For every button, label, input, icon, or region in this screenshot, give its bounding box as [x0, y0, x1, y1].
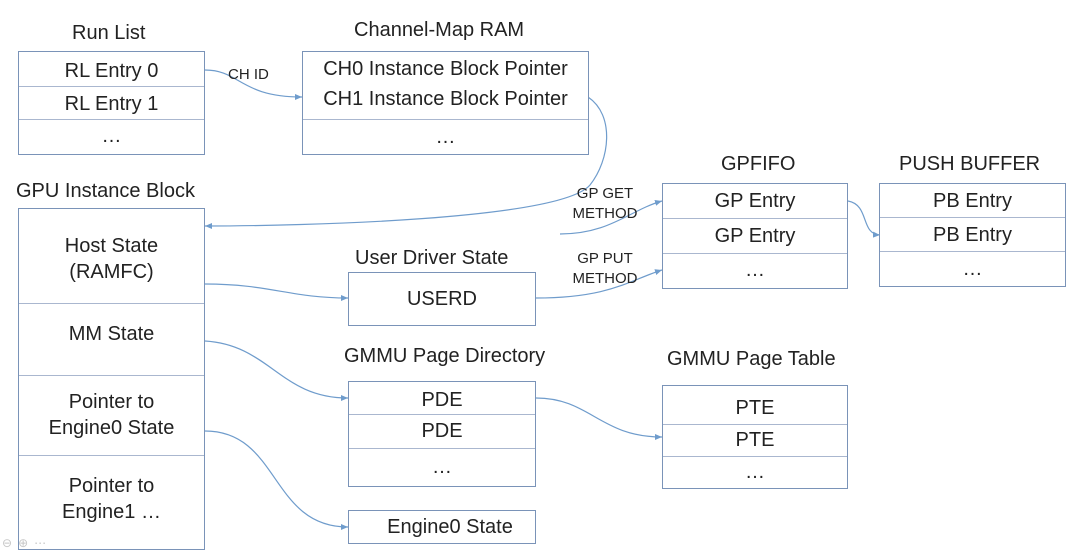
table-row: CH1 Instance Block Pointer: [323, 88, 568, 110]
table-row: …: [432, 456, 452, 478]
table-row: RL Entry 1: [64, 93, 159, 115]
channel-map-title: Channel-Map RAM: [354, 19, 525, 41]
arrow-mm-state-to-pde: [204, 340, 349, 401]
divider: [19, 455, 204, 456]
arrow-gp-entry-to-pb: [847, 200, 881, 238]
table-row: GP Entry: [714, 225, 796, 247]
channel-map-table: CH0 Instance Block Pointer CH1 Instance …: [302, 51, 589, 155]
divider: [19, 303, 204, 304]
divider: [19, 119, 204, 120]
gp-get-label-line1: GP GET: [576, 185, 634, 202]
zoom-out-icon[interactable]: ⊖: [2, 536, 19, 550]
run-list-table: RL Entry 0 RL Entry 1 …: [18, 51, 205, 155]
table-row: PDE: [421, 389, 463, 411]
push-buffer-title: PUSH BUFFER: [899, 153, 1041, 175]
page-directory-table: PDE PDE …: [348, 381, 536, 487]
gp-put-label: GP PUT METHOD: [568, 249, 642, 289]
divider: [19, 375, 204, 376]
engine1-pointer-section: Pointer to Engine1 …: [62, 475, 161, 523]
divider: [19, 86, 204, 87]
table-row: GP Entry: [714, 190, 796, 212]
userd-label: USERD: [406, 287, 477, 310]
table-row: …: [745, 461, 765, 483]
table-row: PTE: [735, 397, 775, 419]
arrow-host-state-to-userd: [204, 283, 349, 301]
userd-box: USERD: [348, 272, 536, 326]
mm-state-section: MM State: [68, 323, 155, 345]
gp-put-label-line1: GP PUT: [577, 250, 633, 267]
table-row: PDE: [421, 420, 463, 442]
push-buffer-table: PB Entry PB Entry …: [879, 183, 1066, 287]
engine0-pointer-section: Pointer to Engine0 State: [48, 391, 175, 439]
run-list-title: Run List: [72, 22, 146, 44]
divider: [880, 217, 1065, 218]
table-row: CH0 Instance Block Pointer: [323, 58, 568, 80]
divider: [349, 414, 535, 415]
host-state-section: Host State (RAMFC): [64, 235, 159, 283]
gpfifo-table: GP Entry GP Entry …: [662, 183, 848, 289]
zoom-in-icon[interactable]: ⊕: [18, 536, 35, 550]
table-row: …: [745, 259, 765, 281]
gp-get-label: GP GET METHOD: [568, 184, 642, 224]
user-driver-title: User Driver State: [355, 247, 509, 269]
arrow-gp-get: [559, 200, 663, 235]
divider: [303, 119, 588, 120]
table-row: PB Entry: [933, 190, 1012, 212]
arrow-engine0-pointer-to-state: [204, 430, 349, 530]
page-table-title: GMMU Page Table: [667, 348, 836, 370]
instance-block-title: GPU Instance Block: [16, 180, 195, 202]
page-directory-title: GMMU Page Directory: [344, 345, 546, 367]
divider: [663, 253, 847, 254]
arrow-channel-map-to-instance-block: [204, 96, 608, 229]
table-row: …: [435, 126, 456, 148]
instance-block-table: Host State (RAMFC) MM State Pointer to E…: [18, 208, 205, 550]
divider: [663, 218, 847, 219]
more-icon[interactable]: ⋯: [34, 536, 53, 550]
engine0-state-label: Engine0 State: [387, 516, 513, 538]
engine0-state-box: Engine0 State: [348, 510, 536, 544]
divider: [663, 456, 847, 457]
divider: [880, 251, 1065, 252]
table-row: …: [101, 125, 122, 147]
gp-put-label-line2: METHOD: [572, 270, 638, 287]
viewer-controls[interactable]: ⊖⊕⋯: [2, 536, 52, 550]
gp-get-label-line2: METHOD: [572, 205, 638, 222]
arrow-pde-to-pte: [535, 397, 663, 440]
ch-id-label: CH ID: [228, 66, 269, 83]
table-row: PTE: [735, 429, 775, 451]
arrow-rl-to-channel-map: [204, 69, 303, 100]
table-row: RL Entry 0: [64, 60, 159, 82]
divider: [349, 448, 535, 449]
arrow-userd-to-gp-put: [535, 269, 663, 299]
divider: [663, 424, 847, 425]
table-row: PB Entry: [933, 224, 1012, 246]
page-table-table: PTE PTE …: [662, 385, 848, 489]
gpfifo-title: GPFIFO: [721, 153, 796, 175]
table-row: …: [962, 258, 983, 280]
